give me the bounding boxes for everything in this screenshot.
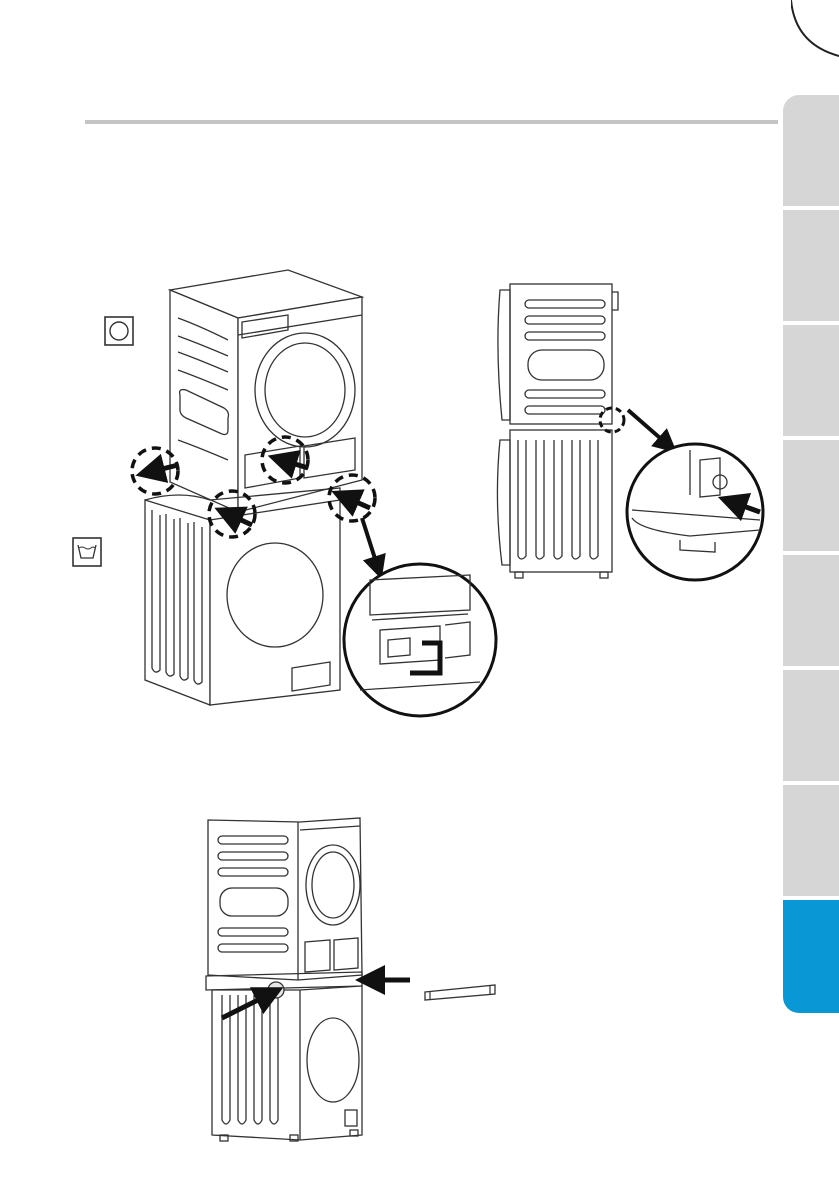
section-tab-7[interactable] (783, 785, 839, 898)
stacking-figure-completed (195, 812, 505, 1152)
section-tab-8-active[interactable] (783, 900, 839, 1013)
section-tab-4[interactable] (783, 440, 839, 553)
section-tab-1[interactable] (783, 95, 839, 208)
header-rule (85, 120, 778, 124)
washer-symbol-icon (72, 537, 102, 567)
section-tab-5[interactable] (783, 555, 839, 668)
stacking-figure-front (115, 262, 500, 722)
section-tab-6[interactable] (783, 670, 839, 783)
stacking-figure-side (495, 278, 770, 588)
page-corner-curve (791, 0, 839, 60)
section-tab-3[interactable] (783, 325, 839, 438)
section-tabs (783, 95, 839, 1015)
section-tab-2[interactable] (783, 210, 839, 323)
